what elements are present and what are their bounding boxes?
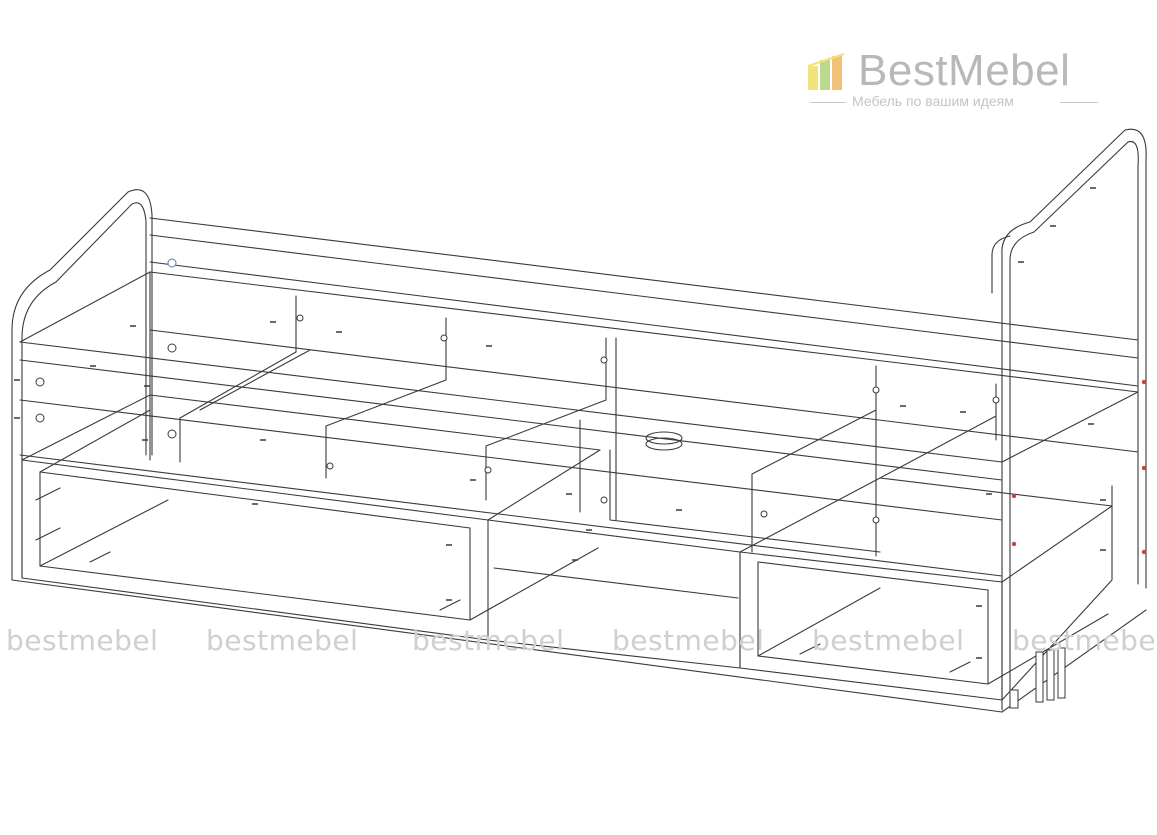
watermark-text: bestmebel — [812, 624, 965, 657]
right-drawer-inner — [757, 561, 989, 685]
right-side-panel — [1001, 128, 1147, 711]
back-rail-bottom — [149, 234, 1139, 359]
top-shelf-front — [19, 341, 1003, 463]
left-side-panel — [11, 189, 153, 581]
top-shelf-left — [19, 271, 151, 343]
leg-3 — [1057, 647, 1066, 699]
shelf-4-front — [19, 454, 1003, 577]
right-drawer-slide — [757, 587, 1109, 685]
watermark-text: bestmebel — [412, 624, 565, 657]
divider-6 — [751, 365, 877, 557]
middle-box-inner — [493, 567, 739, 599]
divider-2 — [179, 295, 297, 463]
right-side-panel-inner — [1009, 140, 1139, 709]
watermark-text: bestmebel — [6, 624, 159, 657]
cable-hole — [645, 431, 683, 445]
watermark-text: bestmebel — [1012, 624, 1157, 657]
divider-4 — [485, 337, 607, 501]
shelf-3-front — [19, 399, 1003, 521]
watermark-text: bestmebel — [612, 624, 765, 657]
leg-1 — [1035, 651, 1044, 703]
brand-logo: BestMebel Мебель по вашим идеям — [806, 46, 1106, 116]
fitting-1 — [167, 258, 177, 268]
brand-tagline: Мебель по вашим идеям — [852, 93, 1014, 109]
left-side-panel-inner — [21, 202, 147, 579]
top-shelf-back — [149, 271, 1139, 393]
divider-3 — [325, 317, 447, 479]
top-shelf-right — [1001, 391, 1139, 463]
red-marker — [1141, 379, 1147, 385]
left-drawer-inner — [39, 471, 471, 621]
left-drawer-slide — [39, 499, 599, 621]
tagline-rule-right — [1060, 102, 1098, 103]
left-drawer-box — [21, 394, 601, 521]
right-drawer-box — [739, 477, 1113, 583]
dowel-marks — [14, 187, 1106, 659]
shelf-3-back — [149, 329, 1139, 453]
right-rail — [991, 235, 1011, 294]
shelf-2-front — [19, 359, 1003, 481]
middle-back — [609, 449, 881, 553]
drawer-rails — [35, 487, 971, 673]
back-rail-2 — [149, 261, 1139, 387]
back-rail-top — [149, 217, 1139, 341]
shelf-depth-lines — [39, 349, 997, 479]
right-drawer-back — [1001, 485, 1113, 701]
base-right — [1001, 609, 1147, 713]
base-front — [11, 579, 1003, 713]
tagline-rule-left — [810, 102, 846, 103]
watermark-text: bestmebel — [206, 624, 359, 657]
brand-name: BestMebel — [858, 46, 1071, 95]
leg-2 — [1046, 649, 1055, 701]
logo-bars-icon — [807, 53, 845, 90]
